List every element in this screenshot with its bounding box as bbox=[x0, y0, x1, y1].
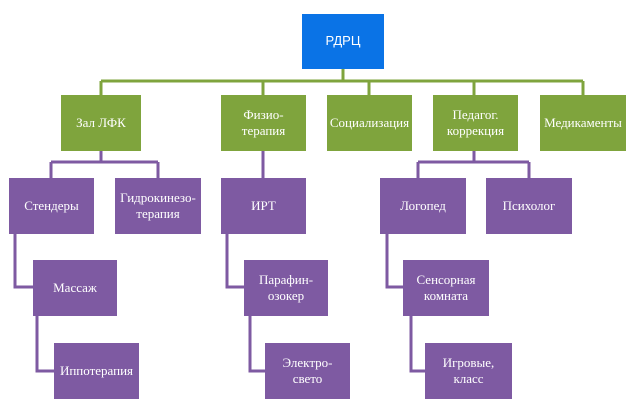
unit-logoped-label: Логопед bbox=[400, 197, 446, 213]
unit-sensornaya-label: Сенсорная комната bbox=[416, 271, 476, 303]
unit-stendery-label: Стендеры bbox=[24, 197, 79, 213]
unit-elektro: Электро-свето bbox=[265, 343, 350, 399]
unit-igrovye-label: Игровые, класс bbox=[442, 354, 495, 386]
unit-elektro-label: Электро-свето bbox=[282, 354, 333, 386]
department-social: Социализация bbox=[327, 95, 412, 151]
department-lfk-label: Зал ЛФК bbox=[76, 114, 126, 130]
connector-logoped-sensornaya bbox=[385, 234, 403, 289]
connector-stendery-massazh bbox=[13, 234, 33, 289]
unit-logoped: Логопед bbox=[380, 178, 466, 234]
unit-irt: ИРТ bbox=[221, 178, 306, 234]
unit-sensornaya: Сенсорная комната bbox=[403, 260, 489, 316]
connector-massazh-ippoterapiya bbox=[35, 316, 54, 373]
unit-massazh: Массаж bbox=[33, 260, 117, 316]
unit-stendery: Стендеры bbox=[9, 178, 94, 234]
unit-ippoterapiya-label: Иппотерапия bbox=[59, 362, 134, 378]
unit-gidro-label: Гидрокинезо- терапия bbox=[120, 189, 196, 221]
connector-parafin-elektro bbox=[248, 316, 265, 373]
unit-ippoterapiya: Иппотерапия bbox=[54, 343, 139, 399]
department-lfk: Зал ЛФК bbox=[61, 95, 141, 151]
department-pedagog: Педагог. коррекция bbox=[433, 95, 518, 151]
unit-parafin-label: Парафин- озокер bbox=[258, 271, 314, 303]
department-social-label: Социализация bbox=[329, 114, 410, 130]
department-fizio-label: Физио- терапия bbox=[241, 106, 286, 138]
department-medic: Медикаменты bbox=[540, 95, 626, 151]
department-medic-label: Медикаменты bbox=[544, 114, 622, 130]
unit-irt-label: ИРТ bbox=[251, 197, 276, 213]
unit-massazh-label: Массаж bbox=[53, 279, 97, 295]
connector-sensornaya-igrovye bbox=[409, 316, 425, 373]
unit-psiholog-label: Психолог bbox=[502, 197, 556, 213]
unit-gidro: Гидрокинезо- терапия bbox=[115, 178, 201, 234]
department-fizio: Физио- терапия bbox=[221, 95, 306, 151]
connector-irt-parafin bbox=[225, 234, 244, 289]
root-node: РДРЦ bbox=[302, 14, 384, 69]
unit-igrovye: Игровые, класс bbox=[425, 343, 512, 399]
department-pedagog-label: Педагог. коррекция bbox=[446, 106, 505, 138]
unit-psiholog: Психолог bbox=[486, 178, 572, 234]
root-label: РДРЦ bbox=[325, 33, 361, 49]
unit-parafin: Парафин- озокер bbox=[244, 260, 328, 316]
